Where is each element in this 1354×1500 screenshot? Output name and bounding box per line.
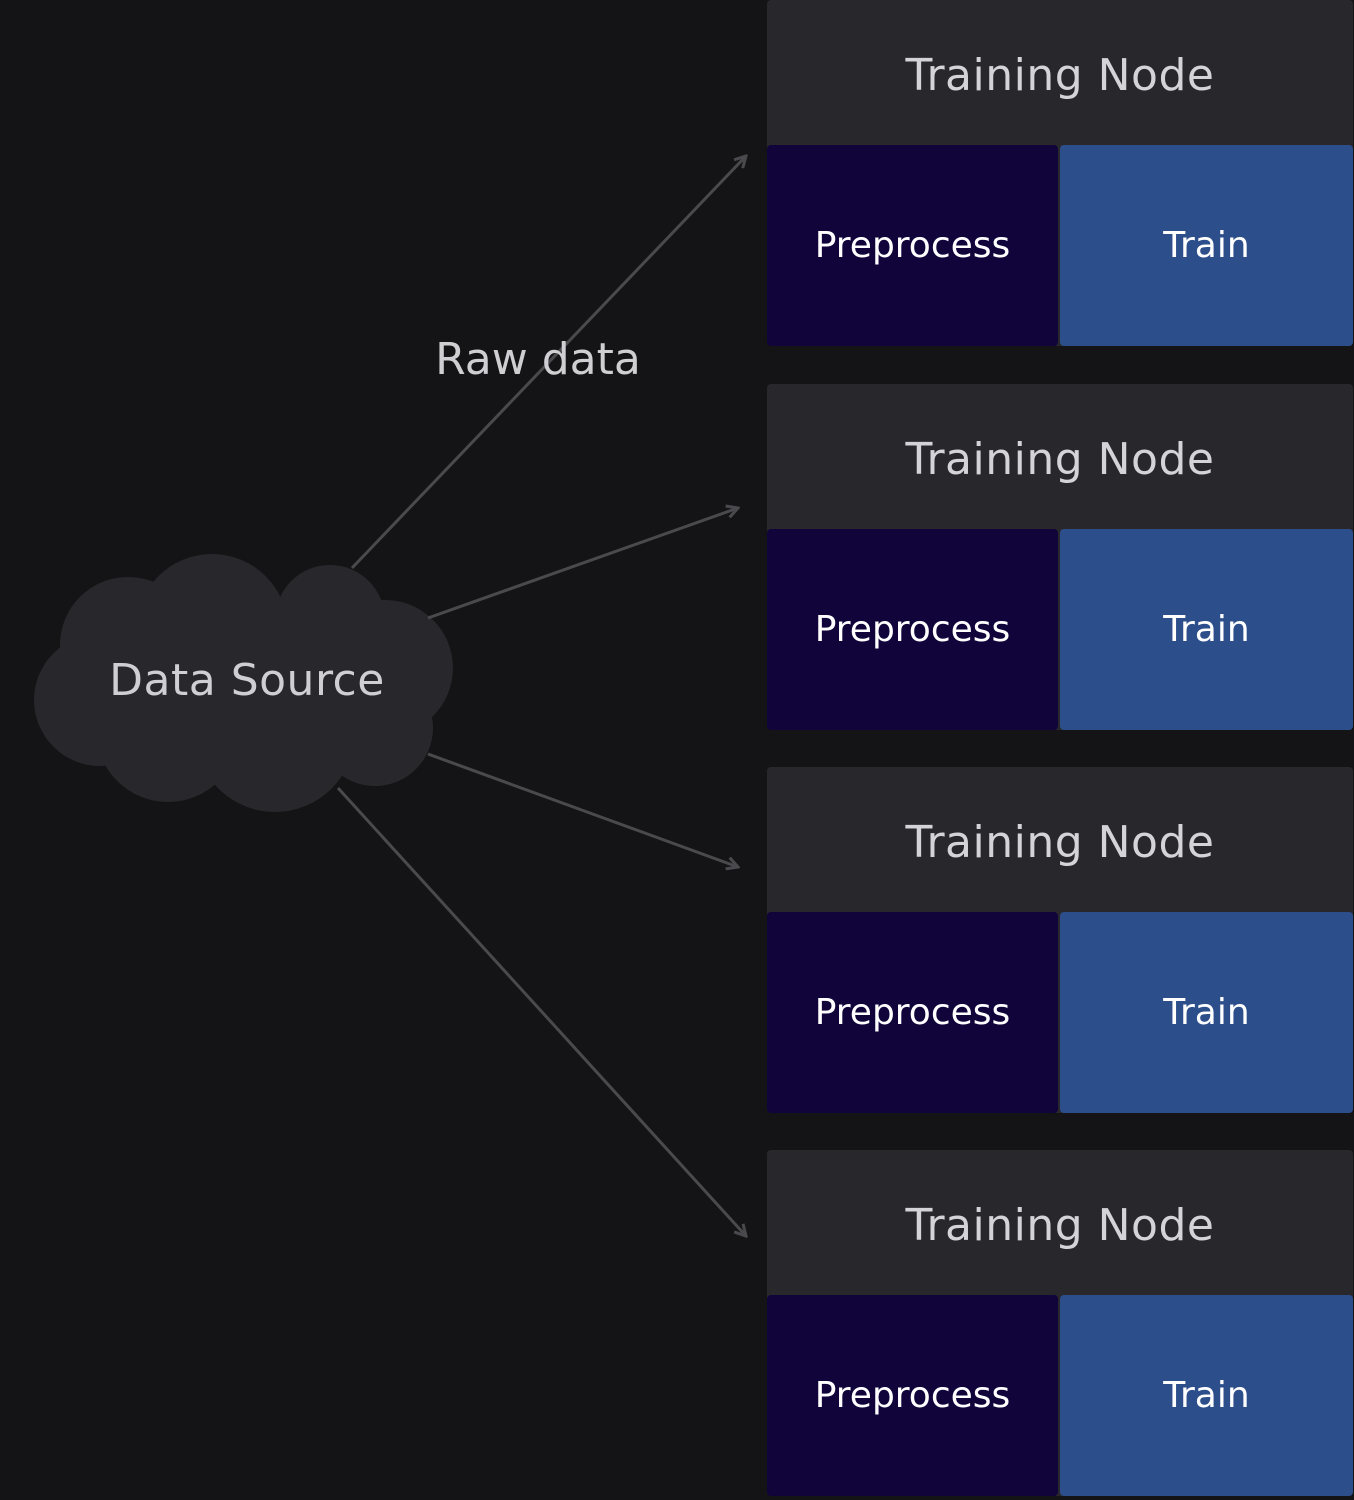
preprocess-stage: Preprocess	[767, 1295, 1058, 1496]
arrow-to-node-4	[336, 786, 746, 1236]
training-node: Training Node Preprocess Train	[767, 0, 1353, 346]
arrow-to-node-1	[350, 156, 746, 570]
train-stage: Train	[1060, 529, 1353, 730]
training-node: Training Node Preprocess Train	[767, 1150, 1353, 1496]
training-node-title: Training Node	[905, 1200, 1215, 1251]
preprocess-stage: Preprocess	[767, 912, 1058, 1113]
training-node-title: Training Node	[905, 817, 1215, 868]
train-stage: Train	[1060, 1295, 1353, 1496]
data-source-label: Data Source	[109, 655, 385, 706]
train-stage: Train	[1060, 912, 1353, 1113]
train-stage: Train	[1060, 145, 1353, 346]
training-node: Training Node Preprocess Train	[767, 767, 1353, 1113]
raw-data-label: Raw data	[435, 334, 641, 385]
preprocess-stage: Preprocess	[767, 529, 1058, 730]
training-node-title: Training Node	[905, 434, 1215, 485]
arrow-to-node-3	[427, 752, 738, 867]
data-source-cloud	[34, 554, 453, 812]
preprocess-stage: Preprocess	[767, 145, 1058, 346]
training-node-title: Training Node	[905, 50, 1215, 101]
arrow-to-node-2	[427, 508, 738, 620]
training-node: Training Node Preprocess Train	[767, 384, 1353, 730]
